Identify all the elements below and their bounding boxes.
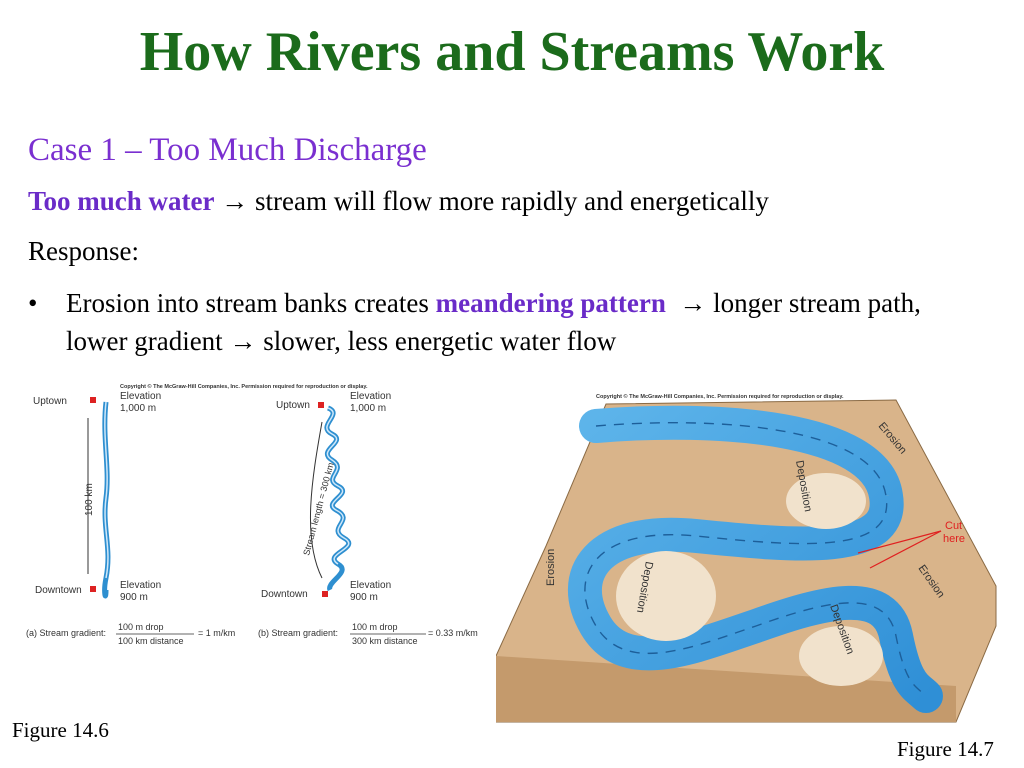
gradient-den-b: 300 km distance <box>352 636 418 646</box>
elevation-value-b-bottom: 900 m <box>350 592 378 603</box>
uptown-label-b: Uptown <box>276 400 310 411</box>
arrow-icon: → <box>679 288 707 318</box>
copyright-notice: Copyright © The McGraw-Hill Companies, I… <box>596 393 844 400</box>
meandering-stream-b <box>324 405 352 592</box>
meandering-pattern-text: meandering pattern <box>435 288 666 318</box>
too-much-water-text: Too much water <box>28 186 215 216</box>
flow-text: stream will flow more rapidly and energe… <box>255 186 769 216</box>
uptown-marker-a <box>90 397 96 403</box>
elevation-label-a-bottom: Elevation <box>120 580 161 591</box>
bullet-text-3: slower, less energetic water flow <box>263 326 617 356</box>
cut-here-label-1: Cut <box>945 520 962 532</box>
figure-14-7-caption: Figure 14.7 <box>897 737 994 761</box>
copyright-notice: Copyright © The McGraw-Hill Companies, I… <box>120 383 368 390</box>
response-label: Response: <box>28 236 139 266</box>
elevation-label-b-top: Elevation <box>350 391 391 402</box>
elevation-label-b-bottom: Elevation <box>350 580 391 591</box>
figure-14-6-caption: Figure 14.6 <box>12 718 109 742</box>
figure-14-6-diagram: Copyright © The McGraw-Hill Companies, I… <box>26 383 478 646</box>
gradient-result-b: = 0.33 m/km <box>428 628 478 638</box>
bullet-text-1: Erosion into stream banks creates <box>66 288 429 318</box>
elevation-value-b-top: 1,000 m <box>350 403 386 414</box>
point-bar-bottom <box>799 626 883 686</box>
downtown-marker-a <box>90 586 96 592</box>
gradient-num-a: 100 m drop <box>118 622 164 632</box>
gradient-caption-a: (a) Stream gradient: <box>26 628 106 638</box>
elevation-value-a-bottom: 900 m <box>120 592 148 603</box>
length-label-b: Stream length = 300 km <box>301 461 335 556</box>
arrow-icon: → <box>221 186 249 216</box>
downtown-label-a: Downtown <box>35 585 82 596</box>
uptown-marker-b <box>318 402 324 408</box>
uptown-label-a: Uptown <box>33 396 67 407</box>
gradient-den-a: 100 km distance <box>118 636 184 646</box>
point-bar-top <box>786 473 866 529</box>
slide-title: How Rivers and Streams Work <box>139 21 885 83</box>
figure-14-7-diagram: Copyright © The McGraw-Hill Companies, I… <box>496 393 997 723</box>
bullet-marker: • <box>28 288 38 318</box>
bullet-text-2: longer stream path, lower gradient <box>66 288 921 356</box>
point-bar-left <box>616 551 716 641</box>
discharge-line: Too much water → stream will flow more r… <box>28 186 769 217</box>
case-heading: Case 1 – Too Much Discharge <box>28 132 427 168</box>
elevation-value-a-top: 1,000 m <box>120 403 156 414</box>
cut-here-label-2: here <box>943 533 965 545</box>
distance-arrow-b <box>310 421 323 579</box>
flow-arrows <box>584 422 927 697</box>
arrow-icon: → <box>229 326 257 356</box>
gradient-result-a: = 1 m/km <box>198 628 235 638</box>
downtown-marker-b <box>322 591 328 597</box>
downtown-label-b: Downtown <box>261 589 308 600</box>
landscape-front-face <box>496 656 956 722</box>
gradient-num-b: 100 m drop <box>352 622 398 632</box>
cut-here-pointer <box>857 530 942 554</box>
gradient-caption-b: (b) Stream gradient: <box>258 628 338 638</box>
elevation-label-a-top: Elevation <box>120 391 161 402</box>
erosion-label-2: Erosion <box>545 549 557 586</box>
length-label-a: 100 km <box>84 483 95 516</box>
